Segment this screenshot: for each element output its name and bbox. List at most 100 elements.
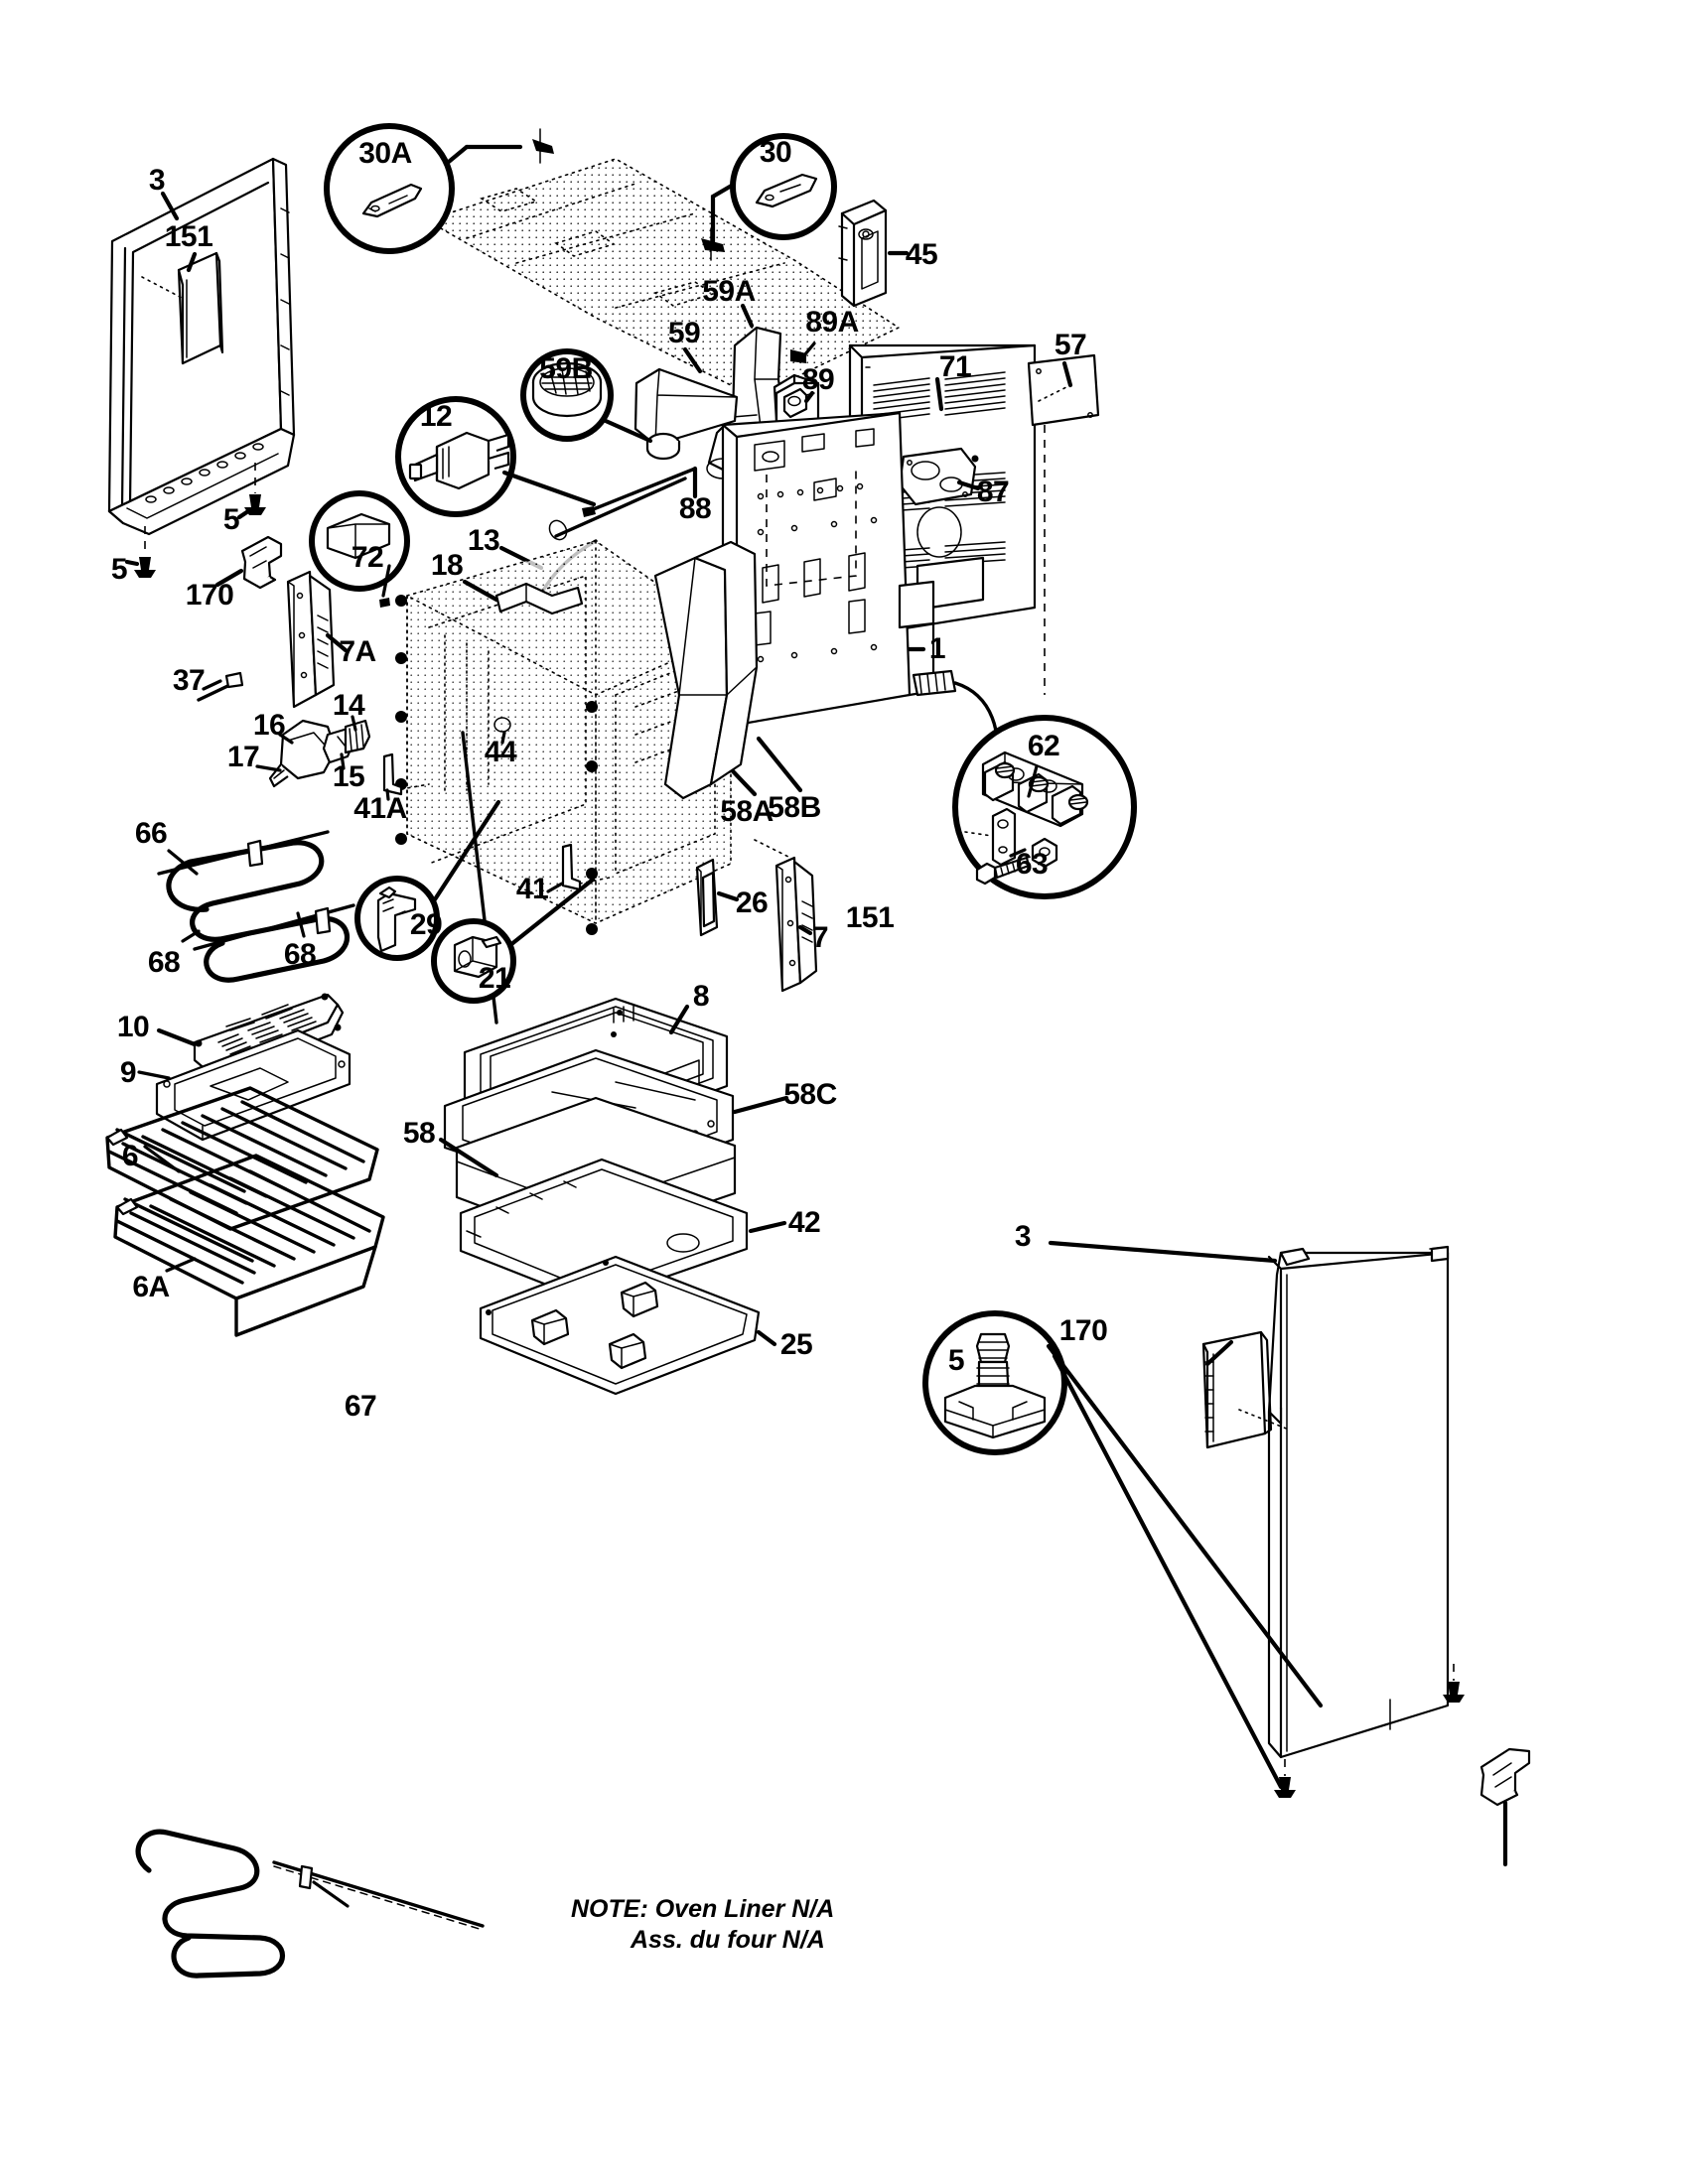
callout-7: 7	[811, 921, 829, 954]
broiler-pan-9	[137, 1028, 352, 1142]
detail-art-5	[943, 1332, 1047, 1439]
detail-circle-30A	[324, 123, 455, 254]
bottom-cover-25	[479, 1255, 777, 1396]
bracket-18	[462, 579, 584, 615]
callout-6A: 6A	[132, 1271, 170, 1303]
leveling-screw-left-2	[244, 463, 266, 515]
callout-59A: 59A	[702, 275, 756, 308]
callout-30A: 30A	[358, 137, 412, 170]
callout-30: 30	[759, 136, 792, 169]
callout-59B: 59B	[539, 352, 593, 385]
callout-170-left: 170	[185, 579, 234, 612]
callout-29: 29	[409, 908, 443, 941]
bottom-panel-42	[459, 1158, 787, 1320]
callout-89: 89	[801, 363, 835, 396]
leveling-screw-right-2	[1443, 1664, 1465, 1703]
callout-8: 8	[692, 980, 710, 1013]
left-side-panel-assembly	[107, 157, 296, 590]
callout-151-right: 151	[845, 901, 895, 934]
detail-art-62-63	[964, 751, 1089, 886]
callout-5-b: 5	[110, 553, 128, 586]
callout-62: 62	[1027, 730, 1060, 762]
callout-37: 37	[172, 664, 206, 697]
right-side-panel-assembly	[922, 1240, 1531, 1867]
callout-3-right: 3	[1014, 1220, 1032, 1253]
door-hinge-7	[754, 839, 818, 993]
callout-5-a: 5	[222, 503, 240, 536]
callout-45: 45	[905, 238, 938, 271]
oven-liner-note: NOTE: Oven Liner N/A Ass. du four N/A	[571, 1894, 834, 1957]
door-hinge-7A	[286, 570, 349, 709]
cap-59B-instance	[603, 418, 681, 461]
note-line-1: NOTE: Oven Liner N/A	[571, 1895, 835, 1923]
oven-cavity-ghost	[395, 540, 732, 935]
callout-41A: 41A	[353, 792, 407, 825]
callout-88: 88	[678, 492, 712, 525]
callout-68-a: 68	[147, 946, 181, 979]
callout-58C: 58C	[783, 1078, 837, 1111]
detail-art-30	[755, 173, 818, 208]
callout-9: 9	[119, 1056, 137, 1089]
oven-lamp-assembly	[255, 715, 371, 788]
callout-42: 42	[787, 1206, 821, 1239]
bracket-41	[546, 843, 611, 893]
callout-7A: 7A	[339, 635, 376, 668]
leveling-screw-left-1	[134, 526, 156, 578]
callout-68-b: 68	[283, 938, 317, 971]
callout-89A: 89A	[805, 306, 859, 339]
oven-rack-6A	[113, 1145, 385, 1337]
callout-1: 1	[928, 632, 946, 665]
callout-3-top: 3	[148, 164, 166, 197]
detail-art-72	[326, 512, 391, 608]
callout-58B: 58B	[768, 791, 821, 824]
detail-art-21	[453, 935, 502, 979]
oven-rack-6	[105, 1086, 379, 1231]
callout-58: 58	[402, 1117, 436, 1150]
anti-tip-bracket-left	[240, 535, 283, 590]
callout-87: 87	[976, 476, 1010, 508]
callout-13: 13	[467, 524, 500, 557]
trim-58B	[693, 540, 803, 793]
callout-17: 17	[226, 741, 260, 773]
callout-18: 18	[430, 549, 464, 582]
callout-170-right: 170	[1058, 1314, 1108, 1347]
bake-element-66	[157, 830, 355, 983]
callout-21: 21	[478, 962, 511, 995]
callout-63: 63	[1015, 848, 1049, 881]
callout-59: 59	[667, 317, 701, 349]
vent-duct-59	[633, 367, 739, 447]
clip-37	[197, 671, 244, 702]
callout-44: 44	[484, 736, 517, 768]
callout-14: 14	[332, 689, 365, 722]
latch-26	[695, 858, 740, 937]
callout-58A: 58A	[720, 795, 774, 828]
callout-26: 26	[735, 887, 769, 919]
callout-57: 57	[1054, 329, 1087, 361]
callout-12: 12	[419, 400, 453, 433]
panel-57	[1027, 353, 1100, 695]
anti-tip-bracket-right	[1479, 1747, 1531, 1867]
detail-art-59B	[531, 361, 603, 418]
main-body-frame-1	[721, 411, 935, 727]
sensor-rod-88	[582, 466, 698, 517]
callout-41: 41	[515, 873, 549, 905]
detail-art-12	[408, 431, 510, 490]
callout-10: 10	[116, 1011, 150, 1043]
callout-15: 15	[332, 760, 365, 793]
callout-25: 25	[779, 1328, 813, 1361]
detail-circle-29	[354, 876, 440, 961]
callout-151-top: 151	[164, 220, 213, 253]
bracket-41A	[382, 752, 430, 801]
note-line-2: Ass. du four N/A	[631, 1926, 825, 1955]
callout-16: 16	[252, 709, 286, 742]
callout-67: 67	[344, 1390, 377, 1423]
detail-art-30A	[361, 183, 423, 218]
detail-art-29	[376, 886, 417, 953]
part-45-cover	[838, 199, 910, 308]
broil-element-67	[135, 1829, 485, 1979]
callout-6: 6	[121, 1140, 139, 1172]
fastener-89A	[790, 341, 816, 363]
callout-5-right: 5	[947, 1344, 965, 1377]
